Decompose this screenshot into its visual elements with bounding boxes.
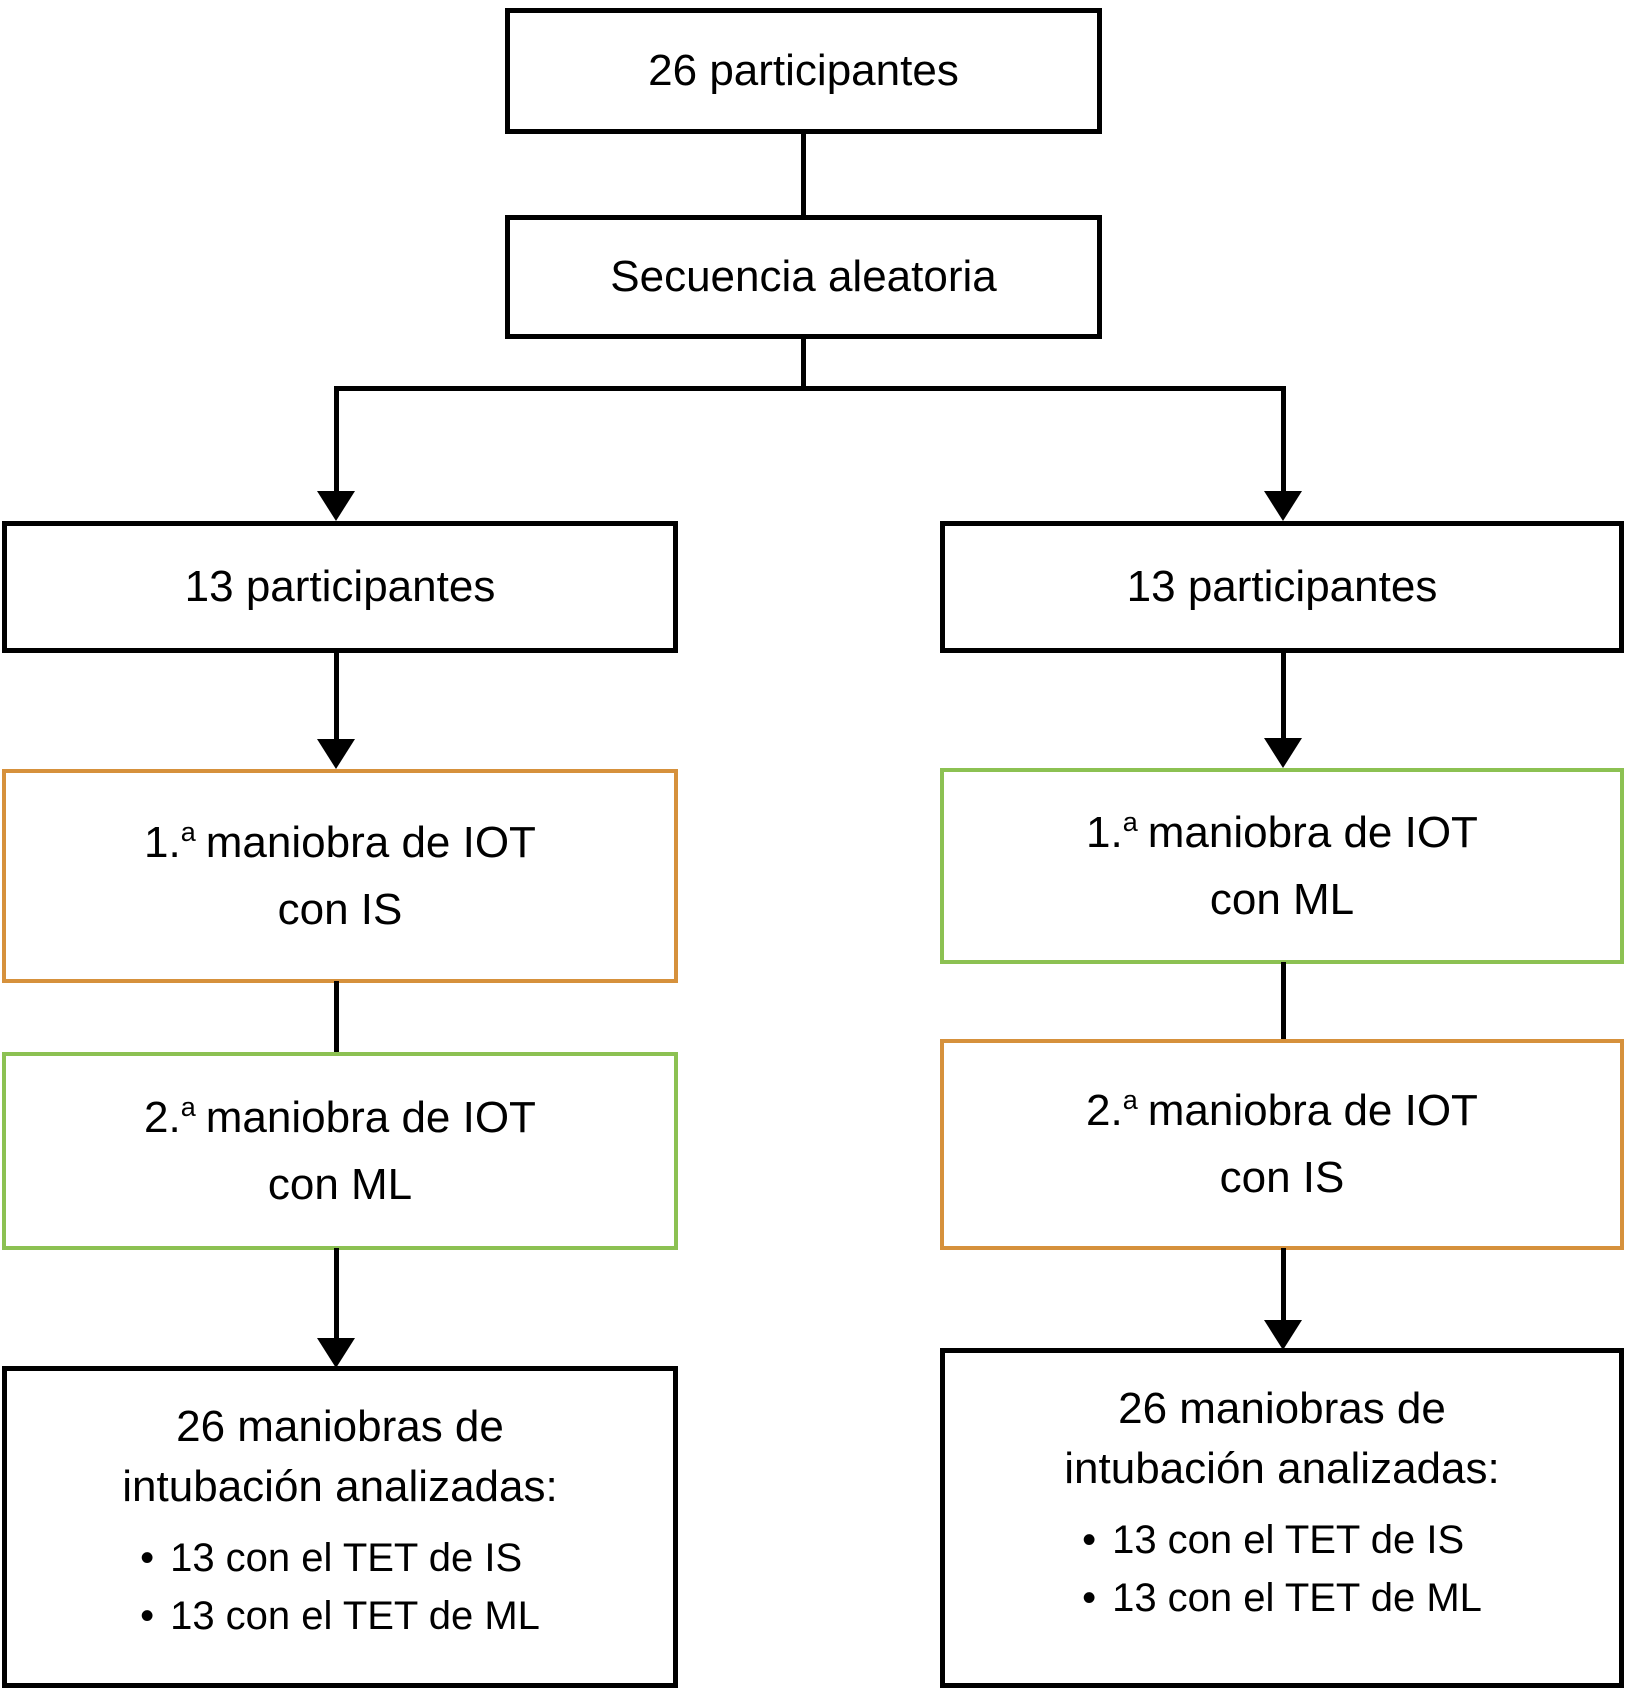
arrowhead-left-branch	[317, 491, 355, 521]
branch-left-vertical	[334, 386, 339, 496]
right-participants-label: 13 participantes	[1126, 562, 1438, 611]
right-analysis-bullets: •13 con el TET de IS •13 con el TET de M…	[1082, 1511, 1482, 1627]
box-right-analysis: 26 maniobras de intubación analizadas: •…	[940, 1348, 1624, 1688]
arrowhead-left-analysis	[317, 1338, 355, 1368]
bullet-icon: •	[140, 1536, 155, 1580]
bullet-icon: •	[140, 1594, 155, 1638]
ordinal-superscript: a	[1122, 806, 1138, 837]
bullet-item: •13 con el TET de ML	[1082, 1576, 1482, 1620]
right-first-maneuver-line2: con ML	[1209, 874, 1355, 924]
branch-horizontal-line	[334, 386, 1286, 391]
connector-root-to-sequence	[801, 131, 806, 217]
connector-left-participants-to-first	[334, 651, 339, 739]
ordinal-superscript: a	[1122, 1085, 1138, 1115]
right-second-maneuver-line2: con IS	[1219, 1153, 1345, 1202]
arrowhead-right-branch	[1264, 491, 1302, 521]
box-left-participants: 13 participantes	[2, 521, 678, 653]
connector-sequence-stub	[801, 336, 806, 390]
left-analysis-heading: 26 maniobras de intubación analizadas:	[122, 1402, 558, 1511]
connector-left-first-to-second	[334, 981, 339, 1052]
left-analysis-bullets: •13 con el TET de IS •13 con el TET de M…	[140, 1529, 540, 1645]
bullet-item: •13 con el TET de IS	[1082, 1518, 1465, 1562]
connector-right-first-to-second	[1281, 962, 1286, 1039]
total-participants-label: 26 participantes	[648, 46, 959, 95]
arrowhead-left-first-maneuver	[317, 739, 355, 769]
arrowhead-right-first-maneuver	[1264, 738, 1302, 768]
left-first-maneuver-line2: con IS	[277, 884, 403, 934]
bullet-icon: •	[1082, 1518, 1097, 1562]
connector-right-second-to-analysis	[1281, 1248, 1286, 1320]
bullet-item: •13 con el TET de IS	[140, 1536, 523, 1580]
connector-left-second-to-analysis	[334, 1248, 339, 1338]
random-sequence-label: Secuencia aleatoria	[610, 252, 997, 301]
box-random-sequence: Secuencia aleatoria	[505, 215, 1102, 339]
box-total-participants: 26 participantes	[505, 8, 1102, 134]
bullet-item: •13 con el TET de ML	[140, 1594, 540, 1638]
connector-right-participants-to-first	[1281, 651, 1286, 738]
ordinal-superscript: a	[180, 1091, 196, 1122]
ordinal-superscript: a	[180, 816, 196, 847]
box-left-analysis: 26 maniobras de intubación analizadas: •…	[2, 1366, 678, 1688]
right-analysis-heading: 26 maniobras de intubación analizadas:	[1064, 1384, 1500, 1493]
left-participants-label: 13 participantes	[184, 562, 496, 611]
bullet-icon: •	[1082, 1576, 1097, 1620]
branch-right-vertical	[1281, 386, 1286, 496]
arrowhead-right-analysis	[1264, 1320, 1302, 1350]
box-right-participants: 13 participantes	[940, 521, 1624, 653]
left-second-maneuver-line2: con ML	[267, 1159, 413, 1209]
